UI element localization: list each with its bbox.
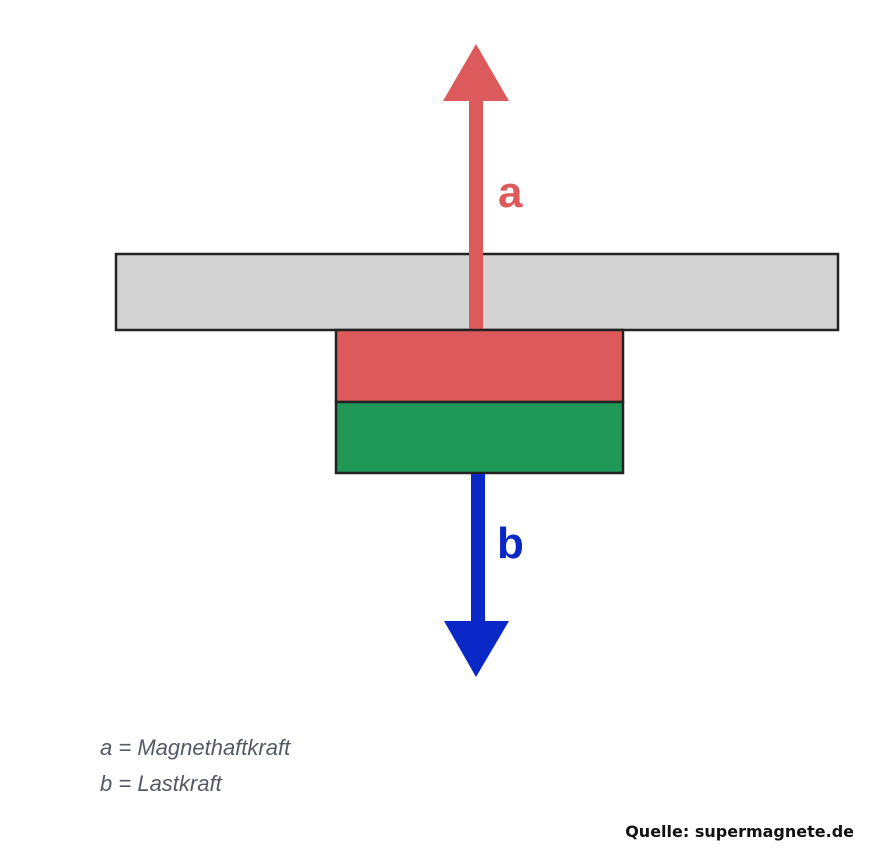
- arrow-a-head: [443, 44, 509, 101]
- legend-key-a: a: [100, 735, 113, 760]
- force-label-b: b: [497, 519, 524, 568]
- legend-separator: =: [112, 735, 138, 760]
- magnet-force-diagram: a b: [114, 44, 840, 677]
- legend: a = Magnethaftkraft b = Lastkraft: [100, 730, 290, 802]
- arrow-b-shaft: [471, 474, 485, 626]
- legend-text-b: Lastkraft: [137, 771, 222, 796]
- force-label-a: a: [498, 168, 523, 217]
- legend-separator: =: [112, 771, 138, 796]
- legend-item-b: b = Lastkraft: [100, 766, 290, 802]
- source-value: supermagnete.de: [694, 822, 854, 841]
- legend-text-a: Magnethaftkraft: [137, 735, 291, 760]
- source-credit: Quelle: supermagnete.de: [625, 822, 854, 841]
- source-label: Quelle:: [625, 822, 690, 841]
- legend-item-a: a = Magnethaftkraft: [100, 730, 290, 766]
- magnet-north-pole: [334, 328, 625, 404]
- arrow-b-head: [444, 621, 509, 677]
- legend-key-b: b: [100, 771, 113, 796]
- magnet-south-pole: [334, 400, 625, 475]
- arrow-a-shaft: [469, 98, 483, 329]
